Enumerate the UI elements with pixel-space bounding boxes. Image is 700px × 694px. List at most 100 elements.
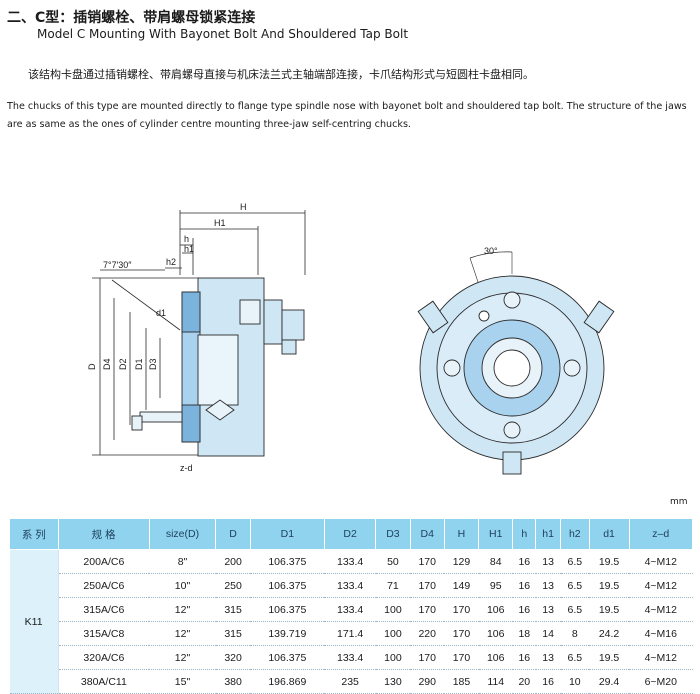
table-cell: 8 <box>560 621 590 646</box>
table-cell: 100 <box>375 597 411 622</box>
table-cell: 100 <box>375 621 411 646</box>
table-cell: 19.5 <box>589 597 630 622</box>
side-view-labels: H H1 h h1 h2 7°7′30″ d1 D D4 D2 D1 D3 z-… <box>87 202 247 473</box>
table-cell: 16 <box>512 645 536 670</box>
table-cell: 16 <box>512 549 536 574</box>
table-cell: 4~M12 <box>629 645 693 670</box>
column-header: D2 <box>323 518 377 550</box>
label-H1: H1 <box>214 218 226 228</box>
table-cell: 170 <box>444 621 479 646</box>
table-cell: 320 <box>215 645 251 670</box>
table-cell: 6.5 <box>560 549 590 574</box>
series-cell: K11 <box>9 549 59 694</box>
table-cell: 200 <box>215 549 251 574</box>
label-D2: D2 <box>118 358 128 370</box>
table-cell: 13 <box>535 597 561 622</box>
table-cell: 250 <box>215 573 251 598</box>
table-cell: 16 <box>512 597 536 622</box>
table-cell: 13 <box>535 549 561 574</box>
table-cell: 380 <box>215 669 251 694</box>
table-cell: 315 <box>215 597 251 622</box>
label-D: D <box>87 363 97 370</box>
table-cell: 235 <box>324 669 376 694</box>
label-h1: h1 <box>184 244 194 254</box>
table-cell: 133.4 <box>324 645 376 670</box>
label-zd: z-d <box>180 463 193 473</box>
side-view-drawing <box>92 210 306 456</box>
table-cell: 196.869 <box>250 669 325 694</box>
table-cell: 71 <box>375 573 411 598</box>
table-cell: 15" <box>149 669 216 694</box>
table-cell: 6.5 <box>560 645 590 670</box>
table-cell: 200A/C6 <box>58 549 149 574</box>
table-cell: 24.2 <box>589 621 630 646</box>
table-cell: 106.375 <box>250 597 325 622</box>
column-header: D4 <box>409 518 445 550</box>
label-angle-30: 30° <box>484 246 498 256</box>
table-cell: 16 <box>535 669 561 694</box>
side-view-body <box>131 277 305 457</box>
table-cell: 13 <box>535 573 561 598</box>
table-cell: 8" <box>149 549 216 574</box>
table-cell: 16 <box>512 573 536 598</box>
table-cell: 12" <box>149 597 216 622</box>
table-cell: 250A/C6 <box>58 573 149 598</box>
table-cell: 106 <box>478 597 513 622</box>
table-cell: 12" <box>149 621 216 646</box>
table-cell: 10 <box>560 669 590 694</box>
table-cell: 114 <box>478 669 513 694</box>
column-header: size(D) <box>148 518 217 550</box>
table-cell: 320A/C6 <box>58 645 149 670</box>
unit-label: mm <box>670 497 688 507</box>
table-cell: 84 <box>478 549 513 574</box>
column-header: h <box>512 518 537 550</box>
table-cell: 133.4 <box>324 573 376 598</box>
table-cell: 129 <box>444 549 479 574</box>
table-cell: 170 <box>410 549 445 574</box>
table-cell: 6.5 <box>560 597 590 622</box>
label-D4: D4 <box>102 358 112 370</box>
table-cell: 315A/C8 <box>58 621 149 646</box>
column-header: z–d <box>628 518 694 550</box>
table-cell: 133.4 <box>324 597 376 622</box>
table-cell: 106.375 <box>250 645 325 670</box>
table-cell: 6.5 <box>560 573 590 598</box>
column-header: h1 <box>535 518 562 550</box>
table-cell: 29.4 <box>589 669 630 694</box>
column-header: 系 列 <box>9 518 59 550</box>
table-cell: 170 <box>444 597 479 622</box>
section-title-en: Model C Mounting With Bayonet Bolt And S… <box>37 27 409 41</box>
label-d1: d1 <box>156 308 166 318</box>
table-cell: 380A/C11 <box>58 669 149 694</box>
table-cell: 19.5 <box>589 645 630 670</box>
column-header: D3 <box>375 518 411 550</box>
front-view-drawing <box>417 251 615 475</box>
table-cell: 20 <box>512 669 536 694</box>
table-cell: 315A/C6 <box>58 597 149 622</box>
table-cell: 315 <box>215 621 251 646</box>
column-header: d1 <box>588 518 630 550</box>
table-cell: 18 <box>512 621 536 646</box>
table-cell: 106 <box>478 621 513 646</box>
column-header: D1 <box>249 518 325 550</box>
table-cell: 100 <box>375 645 411 670</box>
table-cell: 170 <box>410 597 445 622</box>
label-D1: D1 <box>134 358 144 370</box>
column-header: h2 <box>560 518 590 550</box>
table-cell: 130 <box>375 669 411 694</box>
table-cell: 4~M12 <box>629 597 693 622</box>
table-cell: 139.719 <box>250 621 325 646</box>
table-cell: 290 <box>410 669 445 694</box>
section-title-cn: 二、C型：插销螺栓、带肩螺母锁紧连接 <box>7 10 256 26</box>
table-cell: 149 <box>444 573 479 598</box>
table-cell: 133.4 <box>324 549 376 574</box>
table-cell: 6~M20 <box>629 669 693 694</box>
technical-drawing: H H1 h h1 h2 7°7′30″ d1 D D4 D2 D1 D3 z-… <box>87 202 615 475</box>
table-cell: 170 <box>444 645 479 670</box>
